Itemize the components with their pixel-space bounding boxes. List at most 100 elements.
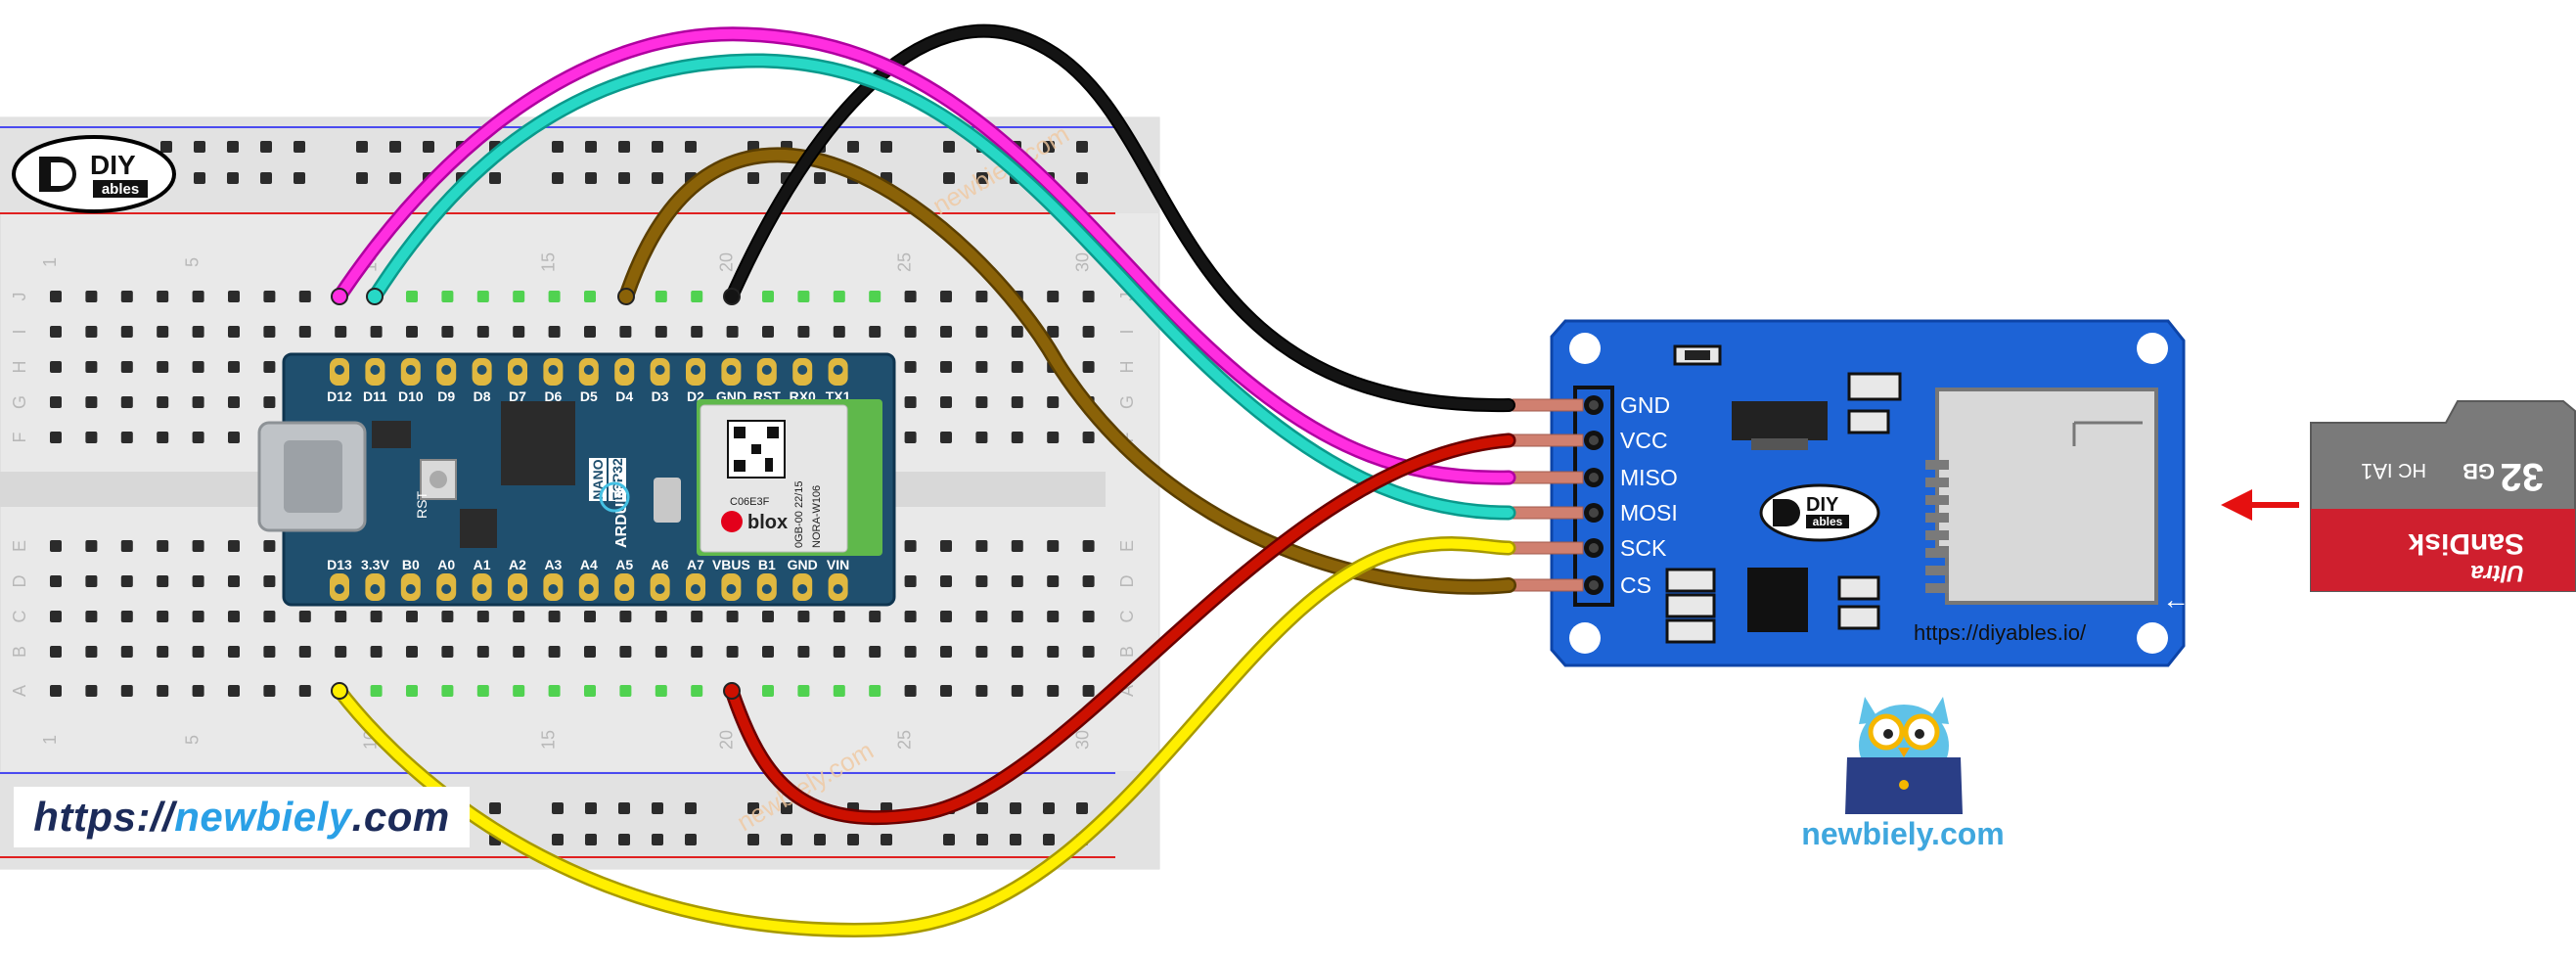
card-rating: A1 xyxy=(2361,459,2387,483)
breadboard-hole xyxy=(120,646,133,658)
rail-hole xyxy=(976,802,988,814)
breadboard-hole xyxy=(263,646,276,658)
rail-hole xyxy=(1010,834,1021,845)
breadboard-hole xyxy=(370,646,383,658)
breadboard-hole xyxy=(1082,326,1095,338)
row-letter: E xyxy=(10,540,29,552)
breadboard-hole xyxy=(441,291,454,302)
rail-hole xyxy=(618,802,630,814)
breadboard-hole xyxy=(975,326,988,338)
board-pin-label: D12 xyxy=(327,388,352,404)
breadboard-hole xyxy=(85,575,98,587)
row-letter: C xyxy=(1117,611,1137,623)
breadboard-hole xyxy=(869,326,881,338)
board-pin-label: A7 xyxy=(687,557,704,572)
breadboard-hole xyxy=(476,326,489,338)
sd-pin-lead xyxy=(1512,398,1584,412)
main-chip xyxy=(501,401,575,485)
badge-line1: DIY xyxy=(1806,494,1839,516)
rail-hole xyxy=(1076,802,1088,814)
breadboard-hole xyxy=(85,396,98,408)
breadboard-hole xyxy=(335,611,347,622)
breadboard-hole xyxy=(85,685,98,697)
breadboard-hole xyxy=(619,326,632,338)
breadboard-hole xyxy=(655,685,667,697)
rail-hole xyxy=(1043,802,1055,814)
rail-hole xyxy=(881,141,892,153)
breadboard-hole xyxy=(584,326,596,338)
breadboard-hole xyxy=(975,685,988,697)
rail-hole xyxy=(552,802,564,814)
regulator-chip xyxy=(1732,401,1828,440)
breadboard-hole xyxy=(904,646,917,658)
rail-hole xyxy=(294,141,305,153)
board-pin-label: A1 xyxy=(474,557,491,572)
breadboard-hole xyxy=(50,540,62,552)
column-number: 5 xyxy=(183,735,203,745)
breadboard-hole xyxy=(50,575,62,587)
breadboard-hole xyxy=(406,611,418,622)
breadboard-hole xyxy=(157,611,169,622)
breadboard-hole xyxy=(192,540,204,552)
rail-hole xyxy=(976,834,988,845)
breadboard-hole xyxy=(228,540,240,552)
breadboard-hole xyxy=(1047,611,1060,622)
rail-hole xyxy=(685,802,697,814)
breadboard-hole xyxy=(50,611,62,622)
arrow-left-icon: ← xyxy=(2162,584,2190,615)
row-letter: E xyxy=(1117,540,1137,552)
breadboard-hole xyxy=(1011,361,1023,373)
breadboard-hole xyxy=(120,611,133,622)
breadboard-hole xyxy=(298,611,311,622)
breadboard-hole xyxy=(904,291,917,302)
breadboard-hole xyxy=(228,326,240,338)
rail-hole xyxy=(489,802,501,814)
board-pin-label: 3.3V xyxy=(361,557,389,572)
rail-hole xyxy=(747,834,759,845)
rail-hole xyxy=(489,172,501,184)
rail-hole xyxy=(227,141,239,153)
wires xyxy=(331,23,1516,937)
breadboard-hole xyxy=(263,396,276,408)
card-capacity: 32 xyxy=(2501,455,2545,498)
breadboard-hole xyxy=(548,291,561,302)
brand-text: newbiely.com xyxy=(1801,816,2005,851)
column-number: 30 xyxy=(1073,730,1093,750)
breadboard-hole xyxy=(584,685,596,697)
rail-hole xyxy=(1076,141,1088,153)
row-letter: G xyxy=(10,395,29,409)
breadboard-hole xyxy=(120,575,133,587)
breadboard-hole xyxy=(940,291,952,302)
breadboard-hole xyxy=(975,361,988,373)
breadboard-hole xyxy=(228,396,240,408)
breadboard-hole xyxy=(192,611,204,622)
breadboard-hole xyxy=(833,611,845,622)
board-pin-label: A5 xyxy=(615,557,633,572)
column-number: 1 xyxy=(40,735,60,745)
card-class: HC I xyxy=(2387,459,2426,480)
breadboard-hole xyxy=(298,326,311,338)
breadboard-hole xyxy=(619,646,632,658)
breadboard-hole xyxy=(157,361,169,373)
board-pin-label: D7 xyxy=(509,388,526,404)
breadboard-hole xyxy=(157,575,169,587)
rail-hole xyxy=(194,172,205,184)
rail-hole xyxy=(585,802,597,814)
logo-line2: ables xyxy=(102,181,139,198)
breadboard-hole xyxy=(228,361,240,373)
breadboard-hole xyxy=(975,396,988,408)
board-pin-label: D3 xyxy=(652,388,669,404)
breadboard-hole xyxy=(406,685,418,697)
rail-hole xyxy=(260,172,272,184)
breadboard-hole xyxy=(85,432,98,443)
breadboard-hole xyxy=(335,326,347,338)
breadboard-hole xyxy=(584,611,596,622)
breadboard-hole xyxy=(1082,646,1095,658)
breadboard-hole xyxy=(441,646,454,658)
breadboard-hole xyxy=(940,326,952,338)
breadboard-hole xyxy=(940,540,952,552)
sd-pin-lead xyxy=(1512,541,1584,555)
